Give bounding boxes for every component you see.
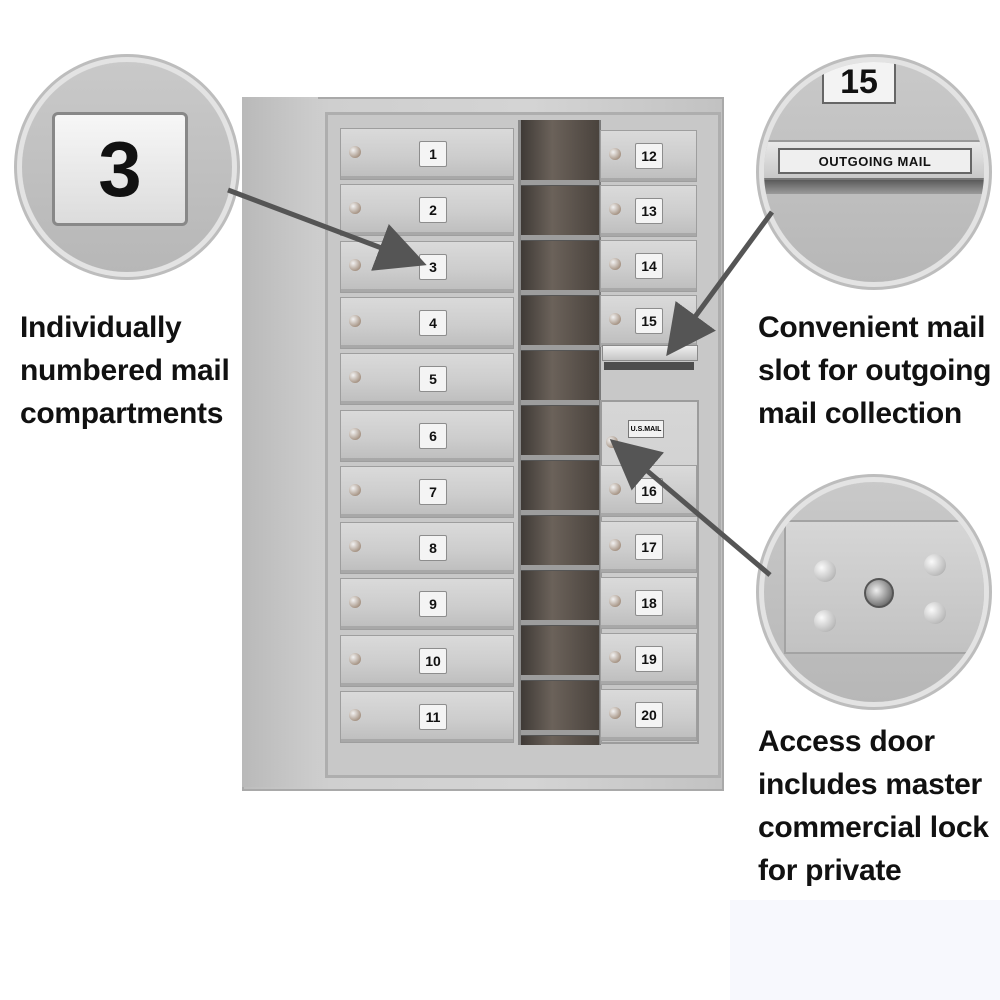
compartment-door[interactable]: 4 [340,296,514,349]
door-lock-icon[interactable] [609,313,621,325]
interior-shelf [521,565,599,571]
background-corner [730,900,1000,1000]
magnifier-compartment-number: 3 [22,62,232,272]
compartment-door[interactable]: 6 [340,409,514,462]
callout-outgoing-slot: Convenient mail slot for outgoing mail c… [758,311,992,430]
compartment-number: 6 [419,422,447,449]
rivet-icon [814,610,836,632]
door-lock-icon[interactable] [349,427,361,440]
compartment-number: 18 [635,590,663,616]
compartment-door[interactable]: 13 [600,185,697,237]
compartment-door[interactable]: 8 [340,522,514,575]
outgoing-mail-label: OUTGOING MAIL [778,148,972,174]
number-plate-large: 3 [52,112,188,226]
interior-shelf [521,290,599,296]
compartment-number: 12 [635,143,663,169]
compartment-number: 1 [419,141,447,167]
magnifier-outgoing-slot: 15 OUTGOING MAIL [764,62,984,282]
compartment-door[interactable]: 18 [600,577,697,629]
interior-shelf [521,180,599,186]
compartment-number: 2 [419,197,447,224]
compartment-number: 20 [635,702,663,728]
compartment-door[interactable]: 5 [340,353,514,406]
door-lock-icon[interactable] [609,148,621,160]
lock-icon [864,578,894,608]
compartment-door[interactable]: 9 [340,578,514,631]
rivet-icon [924,602,946,624]
door-lock-icon[interactable] [609,539,621,551]
rivet-icon [814,560,836,582]
door-lock-icon[interactable] [349,652,361,665]
compartment-number: 17 [635,534,663,560]
door-lock-icon[interactable] [349,202,361,215]
arrow-to-access-lock [609,439,772,577]
callout-numbered-compartments: Individually numbered mail compartments [20,311,230,430]
compartment-number: 19 [635,646,663,672]
door-lock-icon[interactable] [609,651,621,663]
compartment-number: 9 [419,591,447,618]
door-lock-icon[interactable] [349,371,361,384]
door-lock-icon[interactable] [609,595,621,607]
compartment-door[interactable]: 11 [340,691,514,743]
compartment-number: 5 [419,366,447,393]
arrow-to-compartment [227,187,427,271]
door-lock-icon[interactable] [609,707,621,719]
door-lock-icon[interactable] [609,258,621,270]
compartment-door[interactable]: 7 [340,465,514,518]
arrow-to-outgoing-slot [666,210,775,357]
compartment-door[interactable]: 10 [340,634,514,687]
interior-shelf [521,235,599,241]
compartment-door[interactable]: 1 [340,128,514,180]
compartment-door[interactable]: 3 [340,240,514,293]
compartment-door[interactable]: 17 [600,521,697,573]
interior-shelf [521,345,599,351]
interior-shelf [521,510,599,516]
door-lock-icon[interactable] [349,314,361,327]
compartment-door[interactable]: 12 [600,130,697,182]
cabinet-interior [518,120,601,745]
compartment-number: 14 [635,253,663,279]
interior-shelf [521,455,599,461]
compartment-door[interactable]: 19 [600,633,697,685]
compartment-door[interactable]: 2 [340,184,514,237]
interior-shelf [521,675,599,681]
door-lock-icon[interactable] [349,596,361,609]
rivet-icon [924,554,946,576]
compartment-number: 10 [419,647,447,674]
door-lock-icon[interactable] [609,203,621,215]
door-lock-icon[interactable] [349,709,361,721]
slot-opening [764,180,984,194]
door-lock-icon[interactable] [349,483,361,496]
interior-shelf [521,620,599,626]
compartment-number: 4 [419,309,447,336]
number-plate-15: 15 [822,62,896,104]
door-lock-icon[interactable] [349,540,361,553]
compartment-door[interactable]: 20 [600,689,697,741]
compartment-number: 11 [419,704,447,730]
compartment-number: 7 [419,478,447,505]
compartment-number: 13 [635,198,663,224]
compartment-number: 8 [419,535,447,562]
usmail-plate: U.S.MAIL [628,420,664,438]
magnifier-access-lock [764,482,984,702]
door-lock-icon[interactable] [349,146,361,158]
interior-shelf [521,400,599,406]
door-lock-icon[interactable] [349,258,361,271]
compartment-number: 15 [635,308,663,334]
interior-shelf [521,730,599,736]
outgoing-mail-slot-opening [604,362,694,370]
compartment-door[interactable]: 14 [600,240,697,292]
